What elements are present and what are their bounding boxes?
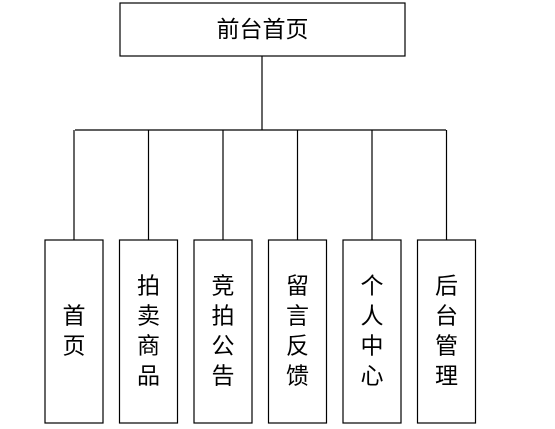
child-node-box xyxy=(193,239,253,424)
child-nodes: 首页 拍卖商品 竞拍公告 留言反馈 个人中心 后台管理 xyxy=(44,130,477,424)
child-node-box xyxy=(267,239,328,424)
child-node-label: 留言反馈 xyxy=(286,274,309,390)
child-node-box xyxy=(416,239,477,424)
child-node-label: 拍卖商品 xyxy=(137,274,160,390)
child-node-box xyxy=(342,239,402,424)
root-node-label: 前台首页 xyxy=(217,17,309,43)
root-node: 前台首页 xyxy=(119,2,406,57)
root-node-box xyxy=(119,2,406,57)
child-node-box xyxy=(118,239,179,424)
connectors xyxy=(75,56,446,131)
child-node-label: 个人中心 xyxy=(361,274,384,390)
child-node-label: 后台管理 xyxy=(435,274,458,390)
child-node-label: 首页 xyxy=(63,304,86,360)
child-node-label: 竞拍公告 xyxy=(212,274,235,390)
child-node-box xyxy=(44,239,104,424)
